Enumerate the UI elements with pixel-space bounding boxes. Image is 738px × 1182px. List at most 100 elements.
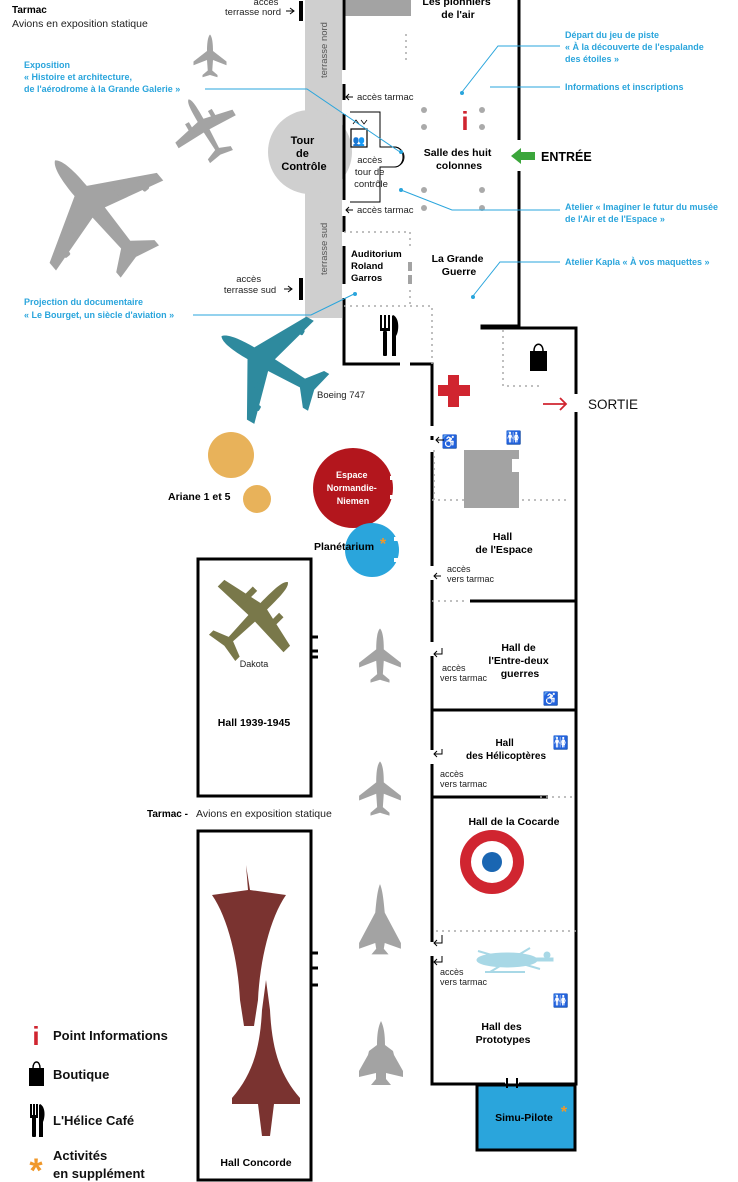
concorde-door-1 bbox=[311, 951, 318, 970]
annotation-expo: Exposition « Histoire et architecture, d… bbox=[24, 60, 180, 94]
legend-boutique-label: Boutique bbox=[53, 1067, 109, 1082]
control-tower[interactable] bbox=[268, 110, 352, 194]
normandie-door bbox=[390, 476, 399, 499]
acces-helicos-label: accès vers tarmac bbox=[440, 769, 488, 789]
building-walls bbox=[342, 0, 578, 1086]
acces-tarmac-1-arrow bbox=[345, 93, 353, 101]
terrace-sud-label: terrasse sud bbox=[319, 223, 330, 275]
acces-espace-tarmac-arrow bbox=[433, 572, 441, 580]
legend-boutique-icon bbox=[29, 1061, 44, 1086]
legend-info-label: Point Informations bbox=[53, 1028, 168, 1043]
entree-label[interactable]: ENTRÉE bbox=[541, 149, 592, 164]
access-nord-arrow bbox=[286, 7, 295, 15]
acces-tour-label: accès tour de contrôle bbox=[354, 155, 388, 190]
acces-espace-tarmac-label: accès vers tarmac bbox=[447, 564, 495, 584]
cocarde-label: Hall de la Cocarde bbox=[468, 816, 559, 828]
tarmac-turboprop bbox=[159, 82, 251, 174]
annotation-informations: Informations et inscriptions bbox=[565, 82, 684, 92]
legend-cafe-label: L'Hélice Café bbox=[53, 1113, 134, 1128]
tarmac-rafale bbox=[359, 1021, 403, 1085]
leader-kapla bbox=[472, 261, 560, 297]
normandie-label: Espace Normandie- Niemen bbox=[327, 470, 380, 506]
hall-1939-label: Hall 1939-1945 bbox=[218, 717, 291, 729]
toilets-icon-1: 🚻 bbox=[506, 430, 522, 445]
info-point-marker[interactable]: i bbox=[461, 106, 468, 136]
tarmac-mid-subtitle: Avions en exposition statique bbox=[196, 808, 332, 820]
toilets-icon-3: 🚻 bbox=[553, 993, 569, 1008]
cocarde-roundel bbox=[460, 830, 524, 894]
ariane-1-circle[interactable] bbox=[208, 432, 254, 478]
legend-activity-label: Activités en supplément bbox=[53, 1148, 145, 1181]
cafe-fork-knife-icon[interactable] bbox=[380, 315, 399, 356]
planetarium-dome[interactable] bbox=[345, 523, 399, 577]
pionniers-block bbox=[345, 0, 411, 16]
grande-guerre-pillar-1 bbox=[408, 262, 412, 271]
leader-atelier-futur bbox=[400, 189, 560, 211]
acces-entre-deux-label: accès vers tarmac bbox=[440, 663, 488, 683]
simu-pilote-label: Simu-Pilote bbox=[495, 1112, 553, 1124]
hall-1939-door-1 bbox=[311, 635, 318, 653]
tarmac-mid-title: Tarmac - bbox=[147, 809, 188, 820]
ariane-5-circle[interactable] bbox=[243, 485, 271, 513]
acces-helicos-arrow bbox=[433, 749, 443, 758]
acces-tarmac-1-label: accès tarmac bbox=[357, 92, 414, 103]
helicopter-icon bbox=[476, 947, 554, 973]
planetarium-activity-star: * bbox=[380, 536, 387, 553]
tarmac-jet-small bbox=[193, 34, 227, 78]
simu-door-marks bbox=[506, 1078, 518, 1088]
normandie-niemen-dome[interactable] bbox=[313, 448, 393, 528]
svg-text:🚻: 🚻 bbox=[506, 430, 522, 445]
first-aid-cross-icon bbox=[438, 375, 470, 407]
tarmac-mirage bbox=[359, 884, 401, 955]
leader-expo bbox=[205, 88, 401, 153]
legend-info-icon: i bbox=[32, 1021, 39, 1051]
ariane-label: Ariane 1 et 5 bbox=[168, 491, 231, 503]
leader-expo-dot bbox=[399, 150, 403, 154]
legend-cafe-icon bbox=[30, 1104, 45, 1137]
boeing-label: Boeing 747 bbox=[317, 390, 365, 401]
leader-projection-dot bbox=[353, 292, 357, 296]
grande-guerre-pillar-2 bbox=[408, 275, 412, 284]
svg-text:♿: ♿ bbox=[543, 691, 559, 706]
concorde-label: Hall Concorde bbox=[220, 1157, 291, 1169]
tarmac-top-subtitle: Avions en exposition statique bbox=[12, 18, 148, 30]
hall-espace-block bbox=[464, 450, 519, 508]
hall-espace-label: Hall de l'Espace bbox=[475, 531, 533, 556]
svg-text:🚻: 🚻 bbox=[553, 993, 569, 1008]
prototypes-label: Hall des Prototypes bbox=[476, 1021, 531, 1046]
tarmac-fighter-1 bbox=[359, 628, 401, 683]
dakota-label: Dakota bbox=[240, 659, 269, 669]
acces-tarmac-2-label: accès tarmac bbox=[357, 205, 414, 216]
annotation-depart: Départ du jeu de piste « À la découverte… bbox=[565, 30, 706, 64]
access-sud-label: accès terrasse sud bbox=[224, 274, 276, 296]
leader-depart bbox=[461, 45, 560, 93]
svg-text:♿: ♿ bbox=[442, 434, 458, 449]
hall-concorde-room[interactable] bbox=[196, 829, 313, 1182]
access-nord-door[interactable] bbox=[299, 1, 303, 21]
tarmac-airliner-large bbox=[1, 115, 194, 307]
access-sud-arrow bbox=[284, 285, 293, 293]
shop-bag-icon[interactable] bbox=[530, 343, 547, 371]
tarmac-fighter-2 bbox=[359, 761, 401, 816]
annotation-projection: Projection du documentaire « Le Bourget,… bbox=[24, 297, 174, 320]
planetarium-door bbox=[394, 537, 403, 562]
elevator-icon: 👥 bbox=[350, 119, 368, 148]
salle-colonnes-dots bbox=[421, 107, 485, 211]
sortie-label[interactable]: SORTIE bbox=[588, 397, 638, 412]
pionniers-label: Les pionniers de l'air bbox=[422, 0, 493, 21]
leader-projection bbox=[193, 293, 355, 316]
tarmac-top-title: Tarmac bbox=[12, 5, 47, 16]
hall-1939-room[interactable] bbox=[196, 557, 313, 798]
leader-depart-dot bbox=[460, 91, 464, 95]
access-nord-label: accès terrasse nord bbox=[225, 0, 281, 18]
acces-prototypes-arrow-1 bbox=[433, 935, 443, 947]
accessible-icon-2: ♿ bbox=[543, 691, 559, 706]
access-sud-door[interactable] bbox=[299, 278, 303, 300]
accessible-icon-1: ♿ bbox=[442, 434, 458, 449]
acces-prototypes-arrow-2 bbox=[433, 956, 443, 966]
acces-tarmac-2-arrow bbox=[345, 206, 353, 214]
simu-pilote-room[interactable] bbox=[475, 1083, 577, 1152]
simu-activity-star: * bbox=[561, 1104, 568, 1121]
concorde-silhouette-1 bbox=[212, 865, 286, 1026]
